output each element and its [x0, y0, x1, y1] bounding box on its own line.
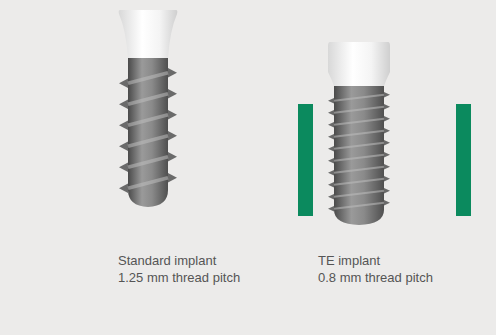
caption-label: TE implant — [318, 253, 380, 269]
thread-tooth — [328, 170, 334, 175]
thread-line — [128, 115, 168, 126]
thread-tooth — [384, 104, 390, 109]
thread-line — [334, 119, 384, 125]
thread-tooth — [384, 188, 390, 193]
standard-implant-collar — [119, 10, 178, 58]
thread-tooth — [168, 173, 177, 182]
thread-line — [128, 178, 168, 189]
thread-tooth — [119, 100, 128, 109]
thread-tooth — [119, 121, 128, 130]
caption-label: Standard implant — [118, 253, 216, 269]
thread-tooth — [328, 182, 334, 187]
te-implant-body — [334, 86, 384, 225]
thread-line — [128, 73, 168, 84]
thread-tooth — [384, 92, 390, 97]
thread-tooth — [168, 110, 177, 119]
thread-line — [334, 155, 384, 161]
thread-tooth — [119, 184, 128, 193]
caption-label: 0.8 mm thread pitch — [318, 270, 433, 286]
thread-line — [334, 191, 384, 197]
thread-tooth — [328, 158, 334, 163]
thread-tooth — [328, 110, 334, 115]
standard-implant-body — [128, 58, 168, 207]
thread-tooth — [328, 122, 334, 127]
thread-tooth — [384, 140, 390, 145]
thread-tooth — [168, 68, 177, 77]
thread-line — [334, 131, 384, 137]
thread-tooth — [168, 131, 177, 140]
thread-tooth — [328, 194, 334, 199]
thread-tooth — [168, 89, 177, 98]
thread-tooth — [384, 176, 390, 181]
te-implant-collar — [328, 42, 390, 86]
thread-line — [334, 167, 384, 173]
thread-tooth — [328, 134, 334, 139]
thread-tooth — [119, 79, 128, 88]
green-bar — [456, 104, 471, 216]
green-bar — [298, 104, 313, 216]
thread-line — [334, 107, 384, 113]
thread-tooth — [384, 164, 390, 169]
thread-tooth — [328, 146, 334, 151]
thread-tooth — [384, 116, 390, 121]
thread-tooth — [119, 142, 128, 151]
thread-tooth — [384, 128, 390, 133]
thread-tooth — [119, 163, 128, 172]
thread-line — [334, 179, 384, 185]
caption-label: 1.25 mm thread pitch — [118, 270, 240, 286]
thread-line — [334, 95, 384, 101]
thread-line — [128, 94, 168, 105]
thread-tooth — [328, 98, 334, 103]
thread-line — [334, 203, 384, 209]
thread-tooth — [328, 206, 334, 211]
thread-lines — [128, 73, 168, 189]
thread-line — [128, 136, 168, 147]
thread-tooth — [384, 200, 390, 205]
thread-tooth — [384, 152, 390, 157]
thread-line — [334, 143, 384, 149]
thread-line — [128, 157, 168, 168]
thread-lines — [334, 95, 384, 209]
thread-tooth — [168, 152, 177, 161]
